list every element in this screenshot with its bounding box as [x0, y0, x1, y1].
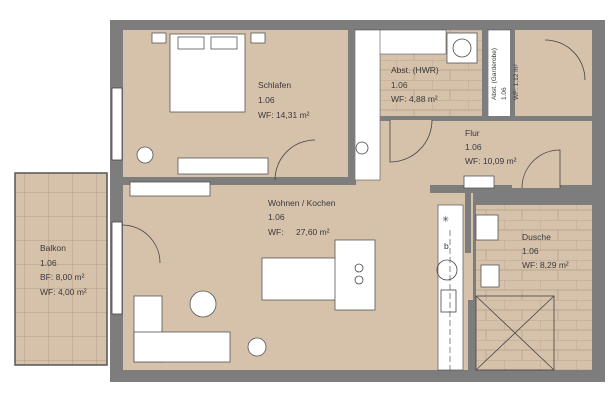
svg-text:1.06: 1.06 [522, 246, 539, 256]
dining-table [261, 257, 337, 301]
shower-drain-lines [475, 295, 555, 371]
toilet [480, 264, 500, 288]
label-flur: Flur 1.06 WF: 10,09 m² [465, 128, 517, 166]
wall [468, 300, 474, 370]
washing-machine-drum [452, 38, 472, 58]
svg-text:WF: 10,09 m²: WF: 10,09 m² [465, 156, 517, 166]
bench [463, 175, 495, 189]
svg-text:1.06: 1.06 [501, 87, 508, 100]
svg-text:1.06: 1.06 [258, 95, 275, 105]
label-wohnen: Wohnen / Kochen 1.06 WF: 27,60 m² [268, 198, 336, 237]
wall [348, 30, 355, 182]
label-garderobe: Abst. (Garderobe) 1.06 WF: 1,12 m² [491, 48, 520, 100]
door-dusche[interactable] [521, 149, 561, 189]
plant-icon [355, 141, 369, 155]
label-hwr: Abst. (HWR) 1.06 WF: 4,88 m² [391, 65, 439, 104]
coffee-table [189, 290, 217, 318]
svg-text:Balkon: Balkon [40, 243, 66, 253]
oven [440, 289, 457, 313]
wall [465, 193, 471, 253]
label-balkon: Balkon 1.06 BF: 8,00 m² WF: 4,00 m² [40, 243, 87, 297]
floor-garderobe [487, 29, 513, 119]
door-balkon-swing [121, 224, 161, 264]
pillow [210, 36, 238, 50]
sink [436, 259, 458, 281]
svg-text:Abst. (HWR): Abst. (HWR) [391, 65, 439, 75]
kitchen-counter [437, 204, 464, 371]
door-schlafen[interactable] [274, 139, 316, 181]
hob-burner [354, 275, 364, 285]
sideboard [129, 181, 211, 197]
dishwasher-icon: b [444, 241, 449, 251]
fridge-icon: ✳ [442, 214, 450, 224]
hob-burner [354, 263, 364, 273]
door-entrance[interactable] [544, 39, 586, 81]
label-schlafen: Schlafen 1.06 WF: 14,31 m² [258, 80, 310, 120]
washing-machine [446, 32, 478, 64]
floor-flur-upper [515, 30, 592, 122]
kitchen-island [334, 239, 376, 311]
shower-tray [475, 295, 555, 371]
svg-text:BF: 8,00 m²: BF: 8,00 m² [40, 272, 85, 282]
svg-text:WF: 4,88 m²: WF: 4,88 m² [391, 94, 438, 104]
wall [123, 177, 208, 185]
hall-wardrobe [354, 29, 381, 181]
wall [510, 30, 515, 120]
sofa [133, 331, 231, 363]
balcony-door[interactable] [111, 221, 123, 315]
svg-text:WF: 1,12 m²: WF: 1,12 m² [513, 63, 520, 100]
window [111, 87, 123, 161]
svg-text:Abst. (Garderobe): Abst. (Garderobe) [491, 48, 498, 100]
balcony [14, 172, 108, 366]
nightstand [250, 32, 266, 44]
svg-text:Flur: Flur [465, 128, 480, 138]
svg-text:WF: 4,00 m²: WF: 4,00 m² [40, 287, 87, 297]
wall [430, 185, 512, 193]
svg-text:1.06: 1.06 [268, 212, 285, 222]
svg-text:WF:: WF: [268, 227, 284, 237]
pillow [177, 36, 205, 50]
svg-text:1.06: 1.06 [391, 80, 408, 90]
svg-text:Dusche: Dusche [522, 232, 551, 242]
svg-text:1.06: 1.06 [40, 258, 57, 268]
label-dusche: Dusche 1.06 WF: 8,29 m² [522, 232, 569, 270]
wall [270, 177, 355, 185]
svg-text:WF: 8,29 m²: WF: 8,29 m² [522, 260, 569, 270]
svg-text:27,60 m²: 27,60 m² [296, 227, 330, 237]
svg-text:Wohnen / Kochen: Wohnen / Kochen [268, 198, 336, 208]
svg-text:WF: 14,31 m²: WF: 14,31 m² [258, 110, 310, 120]
floor-hwr [380, 54, 482, 116]
nightstand [151, 32, 167, 44]
wall [380, 116, 390, 121]
plant-icon [136, 146, 154, 164]
svg-text:1.06: 1.06 [465, 142, 482, 152]
wall [560, 185, 592, 193]
desk [177, 157, 269, 175]
washbasin [475, 214, 499, 241]
wall [482, 30, 488, 120]
door-hwr[interactable] [389, 119, 433, 163]
plant-icon [247, 337, 267, 357]
svg-text:Schlafen: Schlafen [258, 80, 291, 90]
